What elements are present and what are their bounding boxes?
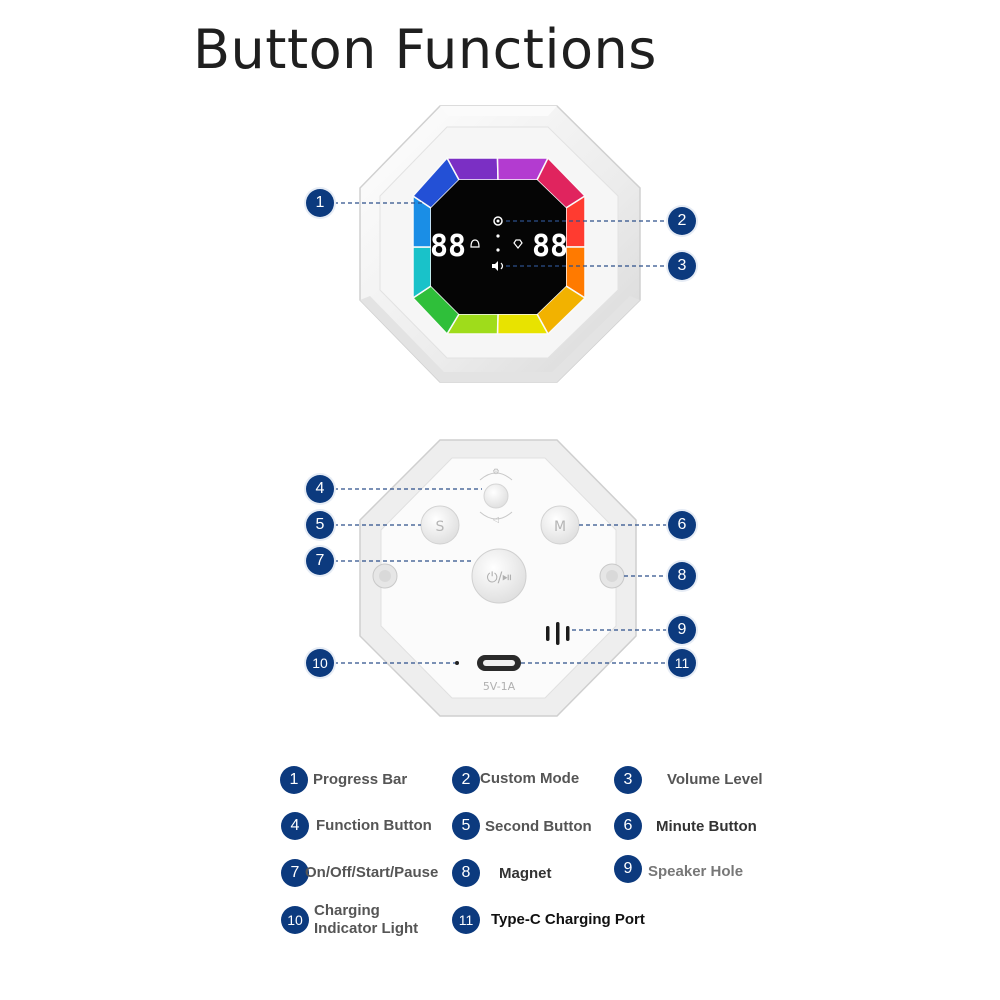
second-button[interactable]: S	[420, 505, 460, 545]
legend-label-2: Custom Mode	[480, 770, 580, 787]
charging-indicator-light	[455, 661, 459, 665]
legend-num-4: 4	[281, 812, 309, 840]
legend-label-10-line1: Charging	[314, 902, 380, 919]
type-c-port	[477, 655, 521, 671]
port-voltage-label: 5V-1A	[483, 680, 516, 693]
minute-button-label: M	[554, 519, 566, 535]
legend-label-3: Volume Level	[667, 771, 763, 788]
legend-num-11: 11	[452, 906, 480, 934]
minutes-digits: 88	[430, 229, 466, 264]
function-top-mark: ⚙	[492, 467, 499, 476]
function-button[interactable]	[483, 483, 509, 509]
display-screen	[431, 180, 566, 314]
legend-num-7: 7	[281, 859, 309, 887]
callout-8: 8	[668, 562, 696, 590]
callout-7: 7	[306, 547, 334, 575]
callout-3: 3	[668, 252, 696, 280]
legend-label-6: Minute Button	[656, 818, 757, 835]
legend-num-2: 2	[452, 766, 480, 794]
back-leader-lines	[334, 488, 668, 664]
callout-6: 6	[668, 511, 696, 539]
custom-mode-icon	[493, 216, 503, 226]
seconds-digits: 88	[532, 229, 568, 264]
front-device: 88 88	[359, 105, 641, 383]
callout-10: 10	[306, 649, 334, 677]
legend-label-10-line2: Indicator Light	[314, 920, 419, 937]
callout-5: 5	[306, 511, 334, 539]
power-button[interactable]: ⏻/⏯	[471, 548, 527, 604]
callout-2: 2	[668, 207, 696, 235]
callout-11: 11	[668, 649, 696, 677]
legend-num-10: 10	[281, 906, 309, 934]
legend-num-5: 5	[452, 812, 480, 840]
legend-num-3: 3	[614, 766, 642, 794]
legend-label-11: Type-C Charging Port	[491, 911, 645, 928]
callout-9: 9	[668, 616, 696, 644]
minute-button[interactable]: M	[540, 505, 580, 545]
back-device: ⚙ ◁ S M ⏻/⏯	[359, 439, 637, 717]
front-leader-lines	[334, 202, 668, 267]
second-button-label: S	[436, 519, 445, 535]
legend-label-7: On/Off/Start/Pause	[305, 864, 439, 881]
legend-num-1: 1	[280, 766, 308, 794]
legend-label-5: Second Button	[485, 818, 592, 835]
diamond-icon	[513, 239, 523, 249]
speaker-hole	[546, 622, 570, 645]
function-direction-marks	[479, 472, 513, 520]
legend-num-8: 8	[452, 859, 480, 887]
legend-num-9: 9	[614, 855, 642, 883]
volume-icon	[492, 261, 504, 271]
power-button-label: ⏻/⏯	[487, 570, 512, 586]
bell-icon	[470, 239, 480, 248]
page-title: Button Functions	[193, 18, 657, 81]
callout-1: 1	[306, 189, 334, 217]
legend-label-8: Magnet	[499, 865, 552, 882]
legend-label-4: Function Button	[316, 817, 432, 834]
magnet-right	[599, 563, 625, 589]
function-bottom-mark: ◁	[492, 515, 499, 524]
callout-4: 4	[306, 475, 334, 503]
magnet-left	[372, 563, 398, 589]
legend-label-9: Speaker Hole	[648, 863, 744, 880]
legend-label-1: Progress Bar	[313, 771, 408, 788]
legend-num-6: 6	[614, 812, 642, 840]
